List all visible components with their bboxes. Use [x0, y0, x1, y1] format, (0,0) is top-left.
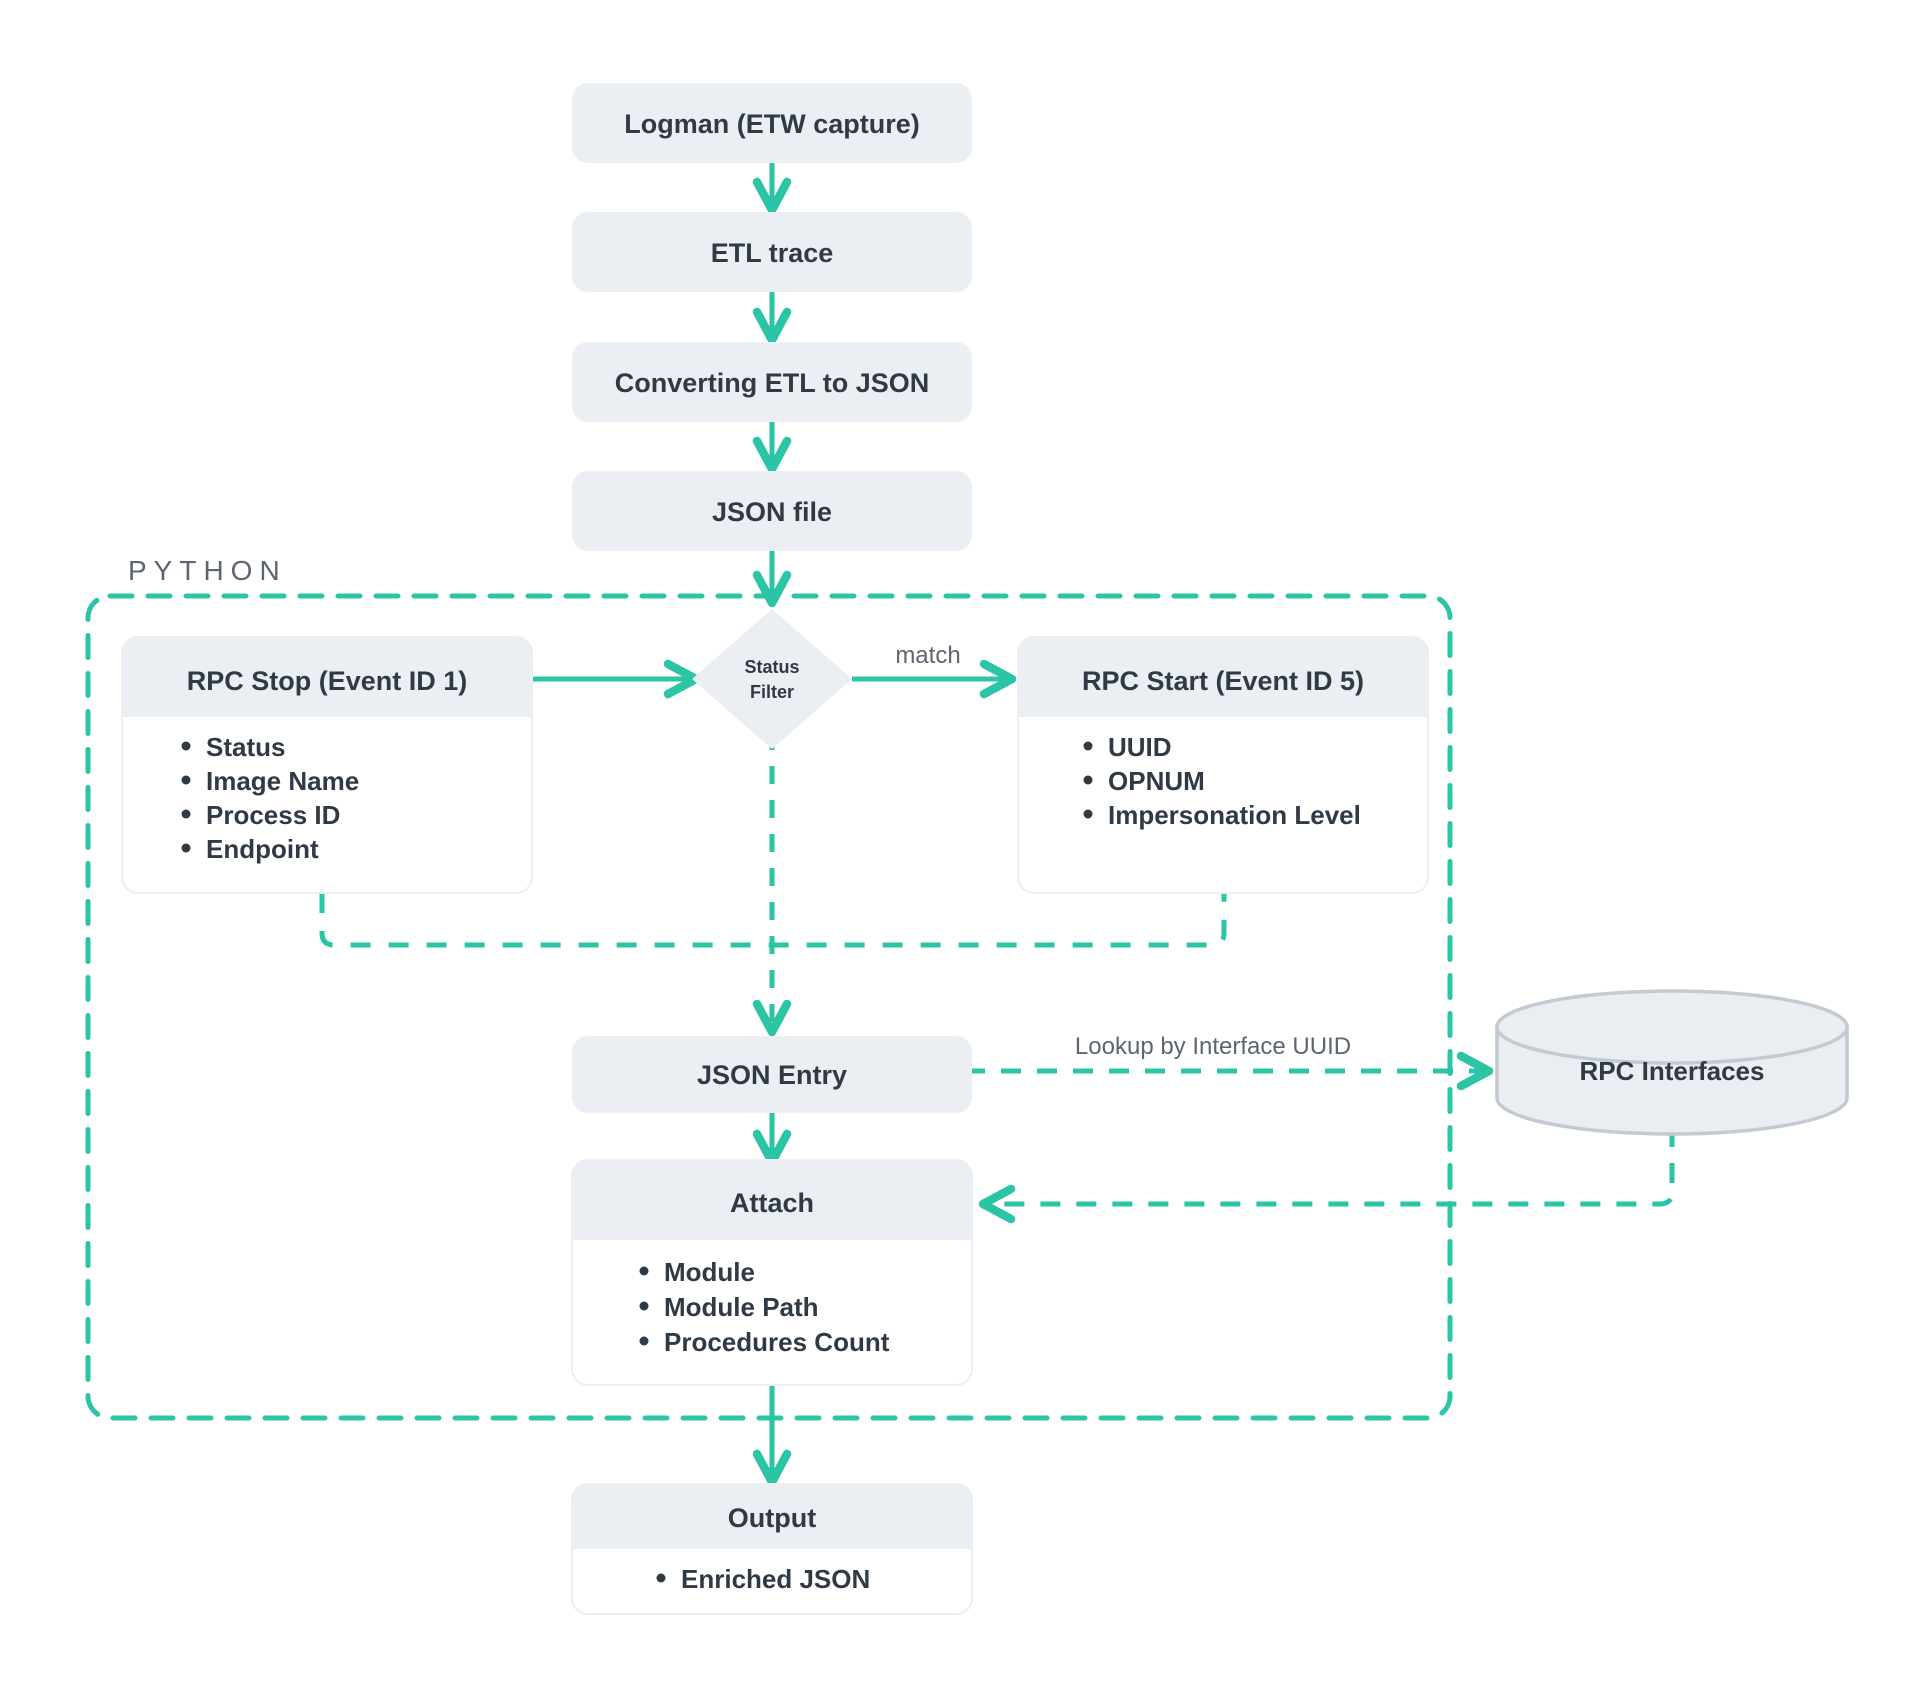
database-cylinder-icon: [1495, 989, 1849, 1136]
node-output[interactable]: Output Enriched JSON: [571, 1483, 973, 1615]
node-attach-item: Module Path: [664, 1292, 819, 1322]
node-logman-title: Logman (ETW capture): [624, 109, 920, 139]
node-output-item: Enriched JSON: [681, 1564, 870, 1594]
bullet-icon: [181, 741, 191, 751]
node-json-entry-title: JSON Entry: [697, 1060, 847, 1090]
node-rpc-stop-item: Process ID: [206, 800, 340, 830]
node-json-file[interactable]: JSON file: [572, 471, 972, 551]
node-rpc-stop-item: Endpoint: [206, 834, 319, 864]
bullet-icon: [656, 1573, 666, 1583]
bullet-icon: [639, 1301, 649, 1311]
edge-label-lookup: Lookup by Interface UUID: [1075, 1033, 1351, 1060]
bullet-icon: [639, 1336, 649, 1346]
bullet-icon: [181, 775, 191, 785]
bullet-icon: [1083, 741, 1093, 751]
node-rpc-interfaces-title: RPC Interfaces: [1580, 1056, 1765, 1086]
node-rpc-start-item: UUID: [1108, 732, 1172, 762]
connector-rpcstop-rpcstart-merge: [319, 893, 1227, 948]
node-rpc-start-item: Impersonation Level: [1108, 800, 1361, 830]
node-etl-trace[interactable]: ETL trace: [572, 212, 972, 292]
python-group-label: PYTHON: [128, 555, 287, 586]
node-status-filter-line1: Status: [744, 657, 799, 677]
bullet-icon: [181, 843, 191, 853]
node-json-file-title: JSON file: [712, 497, 832, 527]
node-attach-title: Attach: [730, 1188, 814, 1218]
bullet-icon: [181, 809, 191, 819]
connector-rpcinterfaces-to-attach: [978, 1127, 1675, 1224]
node-status-filter-line2: Filter: [750, 682, 794, 702]
bullet-icon: [1083, 775, 1093, 785]
node-logman[interactable]: Logman (ETW capture): [572, 83, 972, 163]
bullet-icon: [1083, 809, 1093, 819]
edge-label-match: match: [895, 642, 960, 669]
node-rpc-stop-item: Status: [206, 732, 285, 762]
node-rpc-start-item: OPNUM: [1108, 766, 1205, 796]
node-json-entry[interactable]: JSON Entry: [572, 1036, 972, 1113]
node-output-title: Output: [728, 1503, 816, 1533]
node-attach-item: Module: [664, 1257, 755, 1287]
node-rpc-start[interactable]: RPC Start (Event ID 5) UUID OPNUM Impers…: [1017, 636, 1429, 894]
node-converting-title: Converting ETL to JSON: [615, 368, 930, 398]
bullet-icon: [639, 1266, 649, 1276]
node-attach[interactable]: Attach Module Module Path Procedures Cou…: [571, 1159, 973, 1386]
decision-diamond-icon: [692, 609, 852, 749]
node-status-filter[interactable]: Status Filter: [692, 609, 852, 749]
node-rpc-interfaces[interactable]: RPC Interfaces: [1495, 989, 1849, 1136]
node-converting-etl-to-json[interactable]: Converting ETL to JSON: [572, 342, 972, 422]
node-rpc-start-title: RPC Start (Event ID 5): [1082, 666, 1364, 696]
node-attach-item: Procedures Count: [664, 1327, 890, 1357]
node-rpc-stop[interactable]: RPC Stop (Event ID 1) Status Image Name …: [121, 636, 533, 894]
node-rpc-stop-title: RPC Stop (Event ID 1): [187, 666, 468, 696]
node-rpc-stop-item: Image Name: [206, 766, 359, 796]
node-etl-trace-title: ETL trace: [711, 238, 834, 268]
